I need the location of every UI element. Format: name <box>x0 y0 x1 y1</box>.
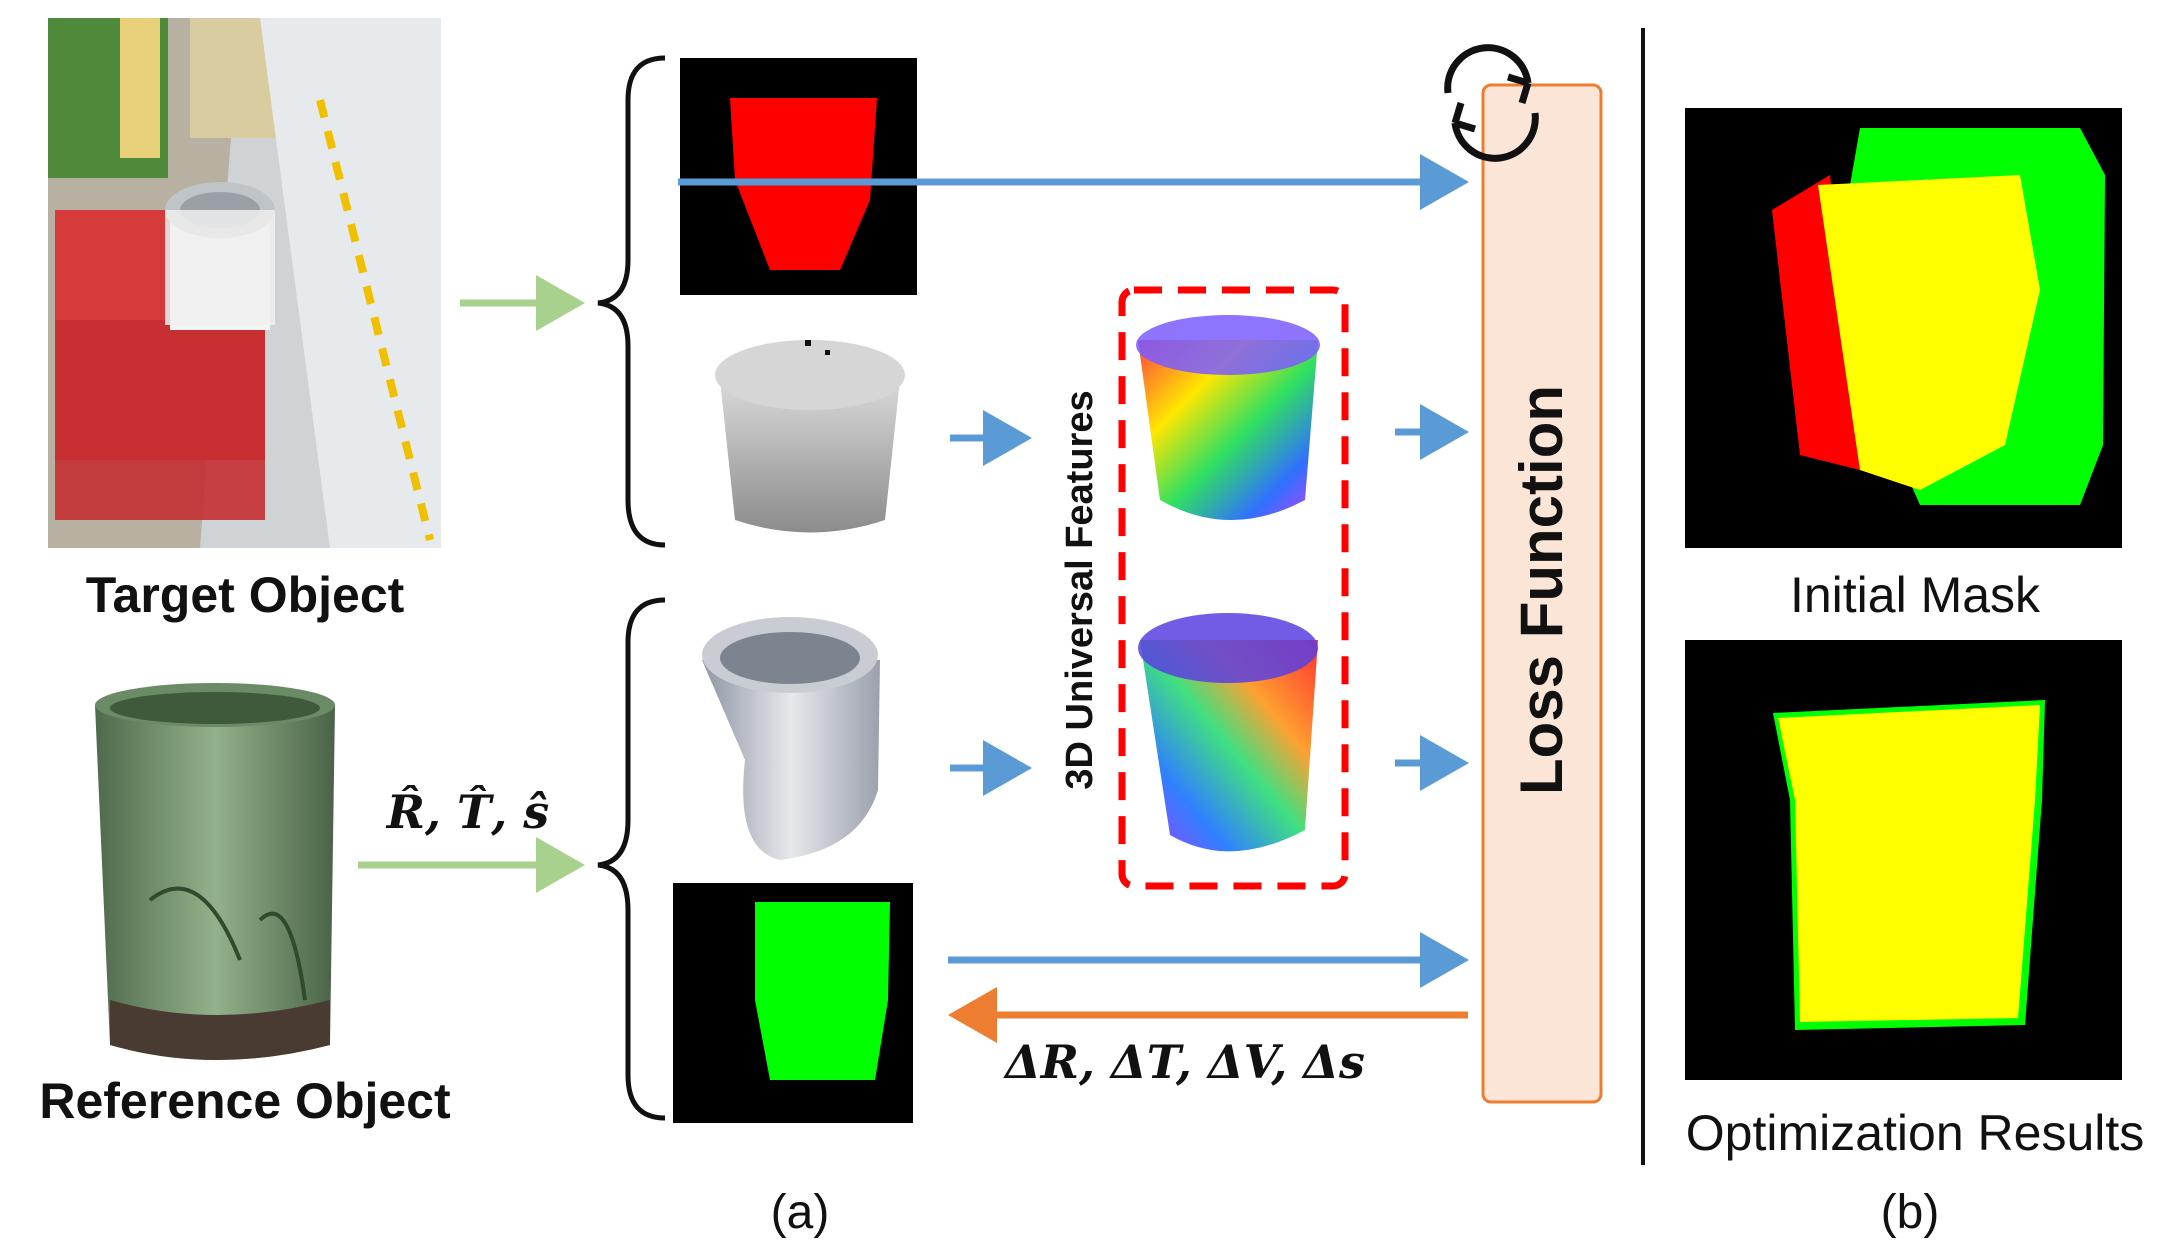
initial-mask-overlay <box>1685 108 2122 548</box>
reference-brace <box>597 597 666 1121</box>
features-dashed-box <box>1118 286 1349 890</box>
target-mask <box>680 58 917 295</box>
pose-estimate-label: R̂, T̂, ŝ <box>385 785 549 839</box>
loss-function-box <box>1481 83 1603 1104</box>
optimization-result-overlay <box>1685 640 2122 1080</box>
target-object-photo <box>48 18 441 548</box>
loss-function-label: Loss Function <box>1508 385 1575 795</box>
reference-feature-map <box>1138 613 1318 852</box>
target-object-label: Target Object <box>86 567 405 623</box>
target-brace <box>597 55 666 548</box>
reference-render <box>702 617 880 860</box>
target-depth-map <box>715 340 905 533</box>
reference-object-label: Reference Object <box>39 1073 451 1129</box>
optimization-results-label: Optimization Results <box>1686 1105 2145 1161</box>
target-feature-map <box>1136 315 1320 520</box>
panel-b-caption: (b) <box>1881 1186 1940 1239</box>
update-label: ΔR, ΔT, ΔV, Δs <box>1003 1035 1365 1089</box>
iteration-cycle-icon <box>1444 44 1539 162</box>
panel-a-caption: (a) <box>771 1186 830 1239</box>
features-label: 3D Universal Features <box>1059 390 1101 789</box>
reference-mask <box>673 883 913 1123</box>
initial-mask-label: Initial Mask <box>1790 567 2041 623</box>
reference-object-image <box>95 683 335 1060</box>
